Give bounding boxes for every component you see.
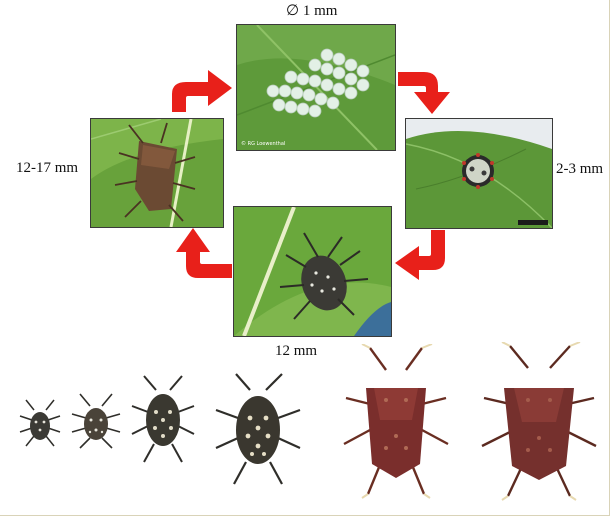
instar-4-icon — [210, 372, 306, 488]
eggs-photo: © RG Loewenthal — [236, 24, 396, 151]
instar-5-icon — [340, 344, 452, 500]
adult-photo — [90, 118, 224, 228]
instar-1-icon — [18, 396, 62, 448]
adult-size-label: 12-17 mm — [16, 160, 78, 177]
late-nymph-photo — [233, 206, 392, 337]
eggs-size-label: ∅ 1 mm — [286, 1, 337, 20]
instar-adult-icon — [478, 342, 600, 502]
instar-2-icon — [70, 392, 122, 450]
nymph-late-size-label: 12 mm — [275, 343, 317, 360]
arrow-eggs-to-early-nymph-icon — [398, 68, 460, 114]
nymph-early-size-label: 2-3 mm — [556, 161, 603, 178]
arrow-early-to-late-nymph-icon — [395, 230, 447, 280]
eggs-photo-caption: © RG Loewenthal — [241, 140, 285, 147]
instar-3-icon — [128, 374, 198, 466]
arrow-adult-to-eggs-icon — [168, 68, 234, 114]
early-nymph-photo — [405, 118, 553, 229]
arrow-late-nymph-to-adult-icon — [176, 228, 232, 278]
